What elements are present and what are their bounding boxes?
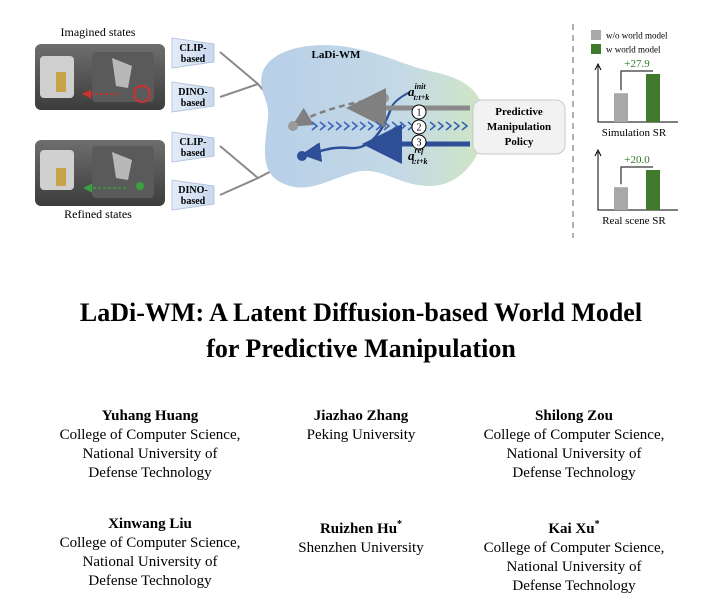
latent-space-blob [261, 45, 485, 188]
encoder-box-2: DINO-based [171, 81, 215, 113]
ladi-wm-label: LaDi-WM [312, 49, 362, 61]
init-state-dot [379, 93, 389, 103]
encoder-box-1-line-2: based [181, 54, 206, 65]
author-name: Ruizhen Hu* [241, 515, 481, 539]
result-chart-1-gain-bracket [620, 70, 653, 91]
author-affiliation-line: Shenzhen University [298, 540, 424, 556]
imagined-state-image [35, 44, 165, 110]
legend: w/o world model w world model [591, 30, 668, 55]
refined-latent-dot [297, 151, 307, 161]
policy-box: Predictive Manipulation Policy [472, 99, 566, 155]
author-name-text: Kai Xu [548, 521, 595, 537]
encoder-box-2-line-1: DINO- [178, 87, 207, 98]
author-affiliation-line: Defense Technology [512, 578, 636, 594]
legend-without-label: w/o world model [606, 31, 668, 41]
author-affiliation-line: College of Computer Science, [59, 535, 241, 551]
policy-line-3: Policy [505, 136, 534, 148]
legend-swatch-without [591, 30, 601, 40]
step-1-circle: 1 [411, 104, 427, 120]
author-name: Xinwang Liu [30, 515, 270, 534]
author-affiliation-line: National University of [506, 446, 642, 462]
encoder-box-4: DINO-based [171, 179, 215, 211]
policy-line-1: Predictive [495, 106, 543, 118]
imagined-latent-dot [288, 121, 298, 131]
author-name: Kai Xu* [454, 515, 694, 539]
result-chart-2-gain-bracket [620, 166, 653, 185]
encoder-box-1: CLIP-based [171, 37, 215, 69]
legend-with-label: w world model [606, 45, 661, 55]
result-chart-1-axis [597, 66, 678, 123]
author-name-text: Yuhang Huang [101, 408, 199, 424]
step-2-label: 2 [417, 123, 422, 134]
result-chart-1-bar-without [614, 93, 628, 122]
author-affiliation-line: College of Computer Science, [483, 540, 665, 556]
result-chart-1-label: Simulation SR [602, 127, 667, 139]
encoder-box-4-line-2: based [181, 196, 206, 207]
author-name: Yuhang Huang [30, 407, 270, 426]
author-affiliation-line: National University of [82, 554, 218, 570]
encoder-box-3-line-2: based [181, 148, 206, 159]
author-affiliation-line: College of Computer Science, [59, 427, 241, 443]
result-chart-2-gain-label: +20.0 [624, 154, 650, 166]
author-affiliation-line: Defense Technology [88, 465, 212, 481]
author-affiliation-line: National University of [506, 559, 642, 575]
policy-line-2: Manipulation [487, 121, 551, 133]
result-chart-2-bar-with [646, 170, 660, 210]
imagined-states-label: Imagined states [61, 25, 136, 39]
author-name-text: Xinwang Liu [108, 516, 192, 532]
author-name-text: Shilong Zou [535, 408, 613, 424]
refined-trajectory-tail [391, 91, 411, 107]
refined-states-label: Refined states [64, 207, 132, 221]
author-affiliation-line: Defense Technology [512, 465, 636, 481]
step-3-label: 3 [417, 138, 422, 149]
result-chart-2-axis-arrow [594, 148, 602, 157]
author-name-text: Jiazhao Zhang [313, 408, 409, 424]
author-affiliation-line: Peking University [306, 427, 416, 443]
encoder-box-1-line-1: CLIP- [179, 43, 206, 54]
encoder-box-2-line-2: based [181, 98, 206, 109]
result-chart-1-gain-label: +27.9 [624, 58, 650, 70]
corresponding-author-mark: * [594, 519, 600, 530]
step-2-circle: 2 [411, 119, 427, 135]
step-3-circle: 3 [411, 134, 427, 150]
author-block: Kai Xu*College of Computer Science,Natio… [454, 515, 694, 596]
legend-swatch-with [591, 44, 601, 54]
step-1-label: 1 [417, 108, 422, 119]
author-affiliation-line: College of Computer Science, [483, 427, 665, 443]
teaser-figure: Imagined states Refined states CLIP-base… [35, 24, 678, 238]
author-name: Shilong Zou [454, 407, 694, 426]
paper-title-line-1: LaDi-WM: A Latent Diffusion-based World … [79, 298, 643, 327]
result-chart-2-label: Real scene SR [602, 215, 666, 227]
encoder-box-3: CLIP-based [171, 131, 215, 163]
encoder-box-4-line-1: DINO- [178, 185, 207, 196]
result-chart-1-bar-with [646, 74, 660, 122]
author-affiliation-line: Defense Technology [88, 573, 212, 589]
result-chart-1-axis-arrow [594, 62, 602, 71]
result-chart-2-bar-without [614, 187, 628, 210]
author-name-text: Ruizhen Hu [319, 521, 398, 537]
author-affiliation-line: National University of [82, 446, 218, 462]
encoder-box-3-line-1: CLIP- [179, 137, 206, 148]
paper-title-line-2: for Predictive Manipulation [206, 334, 516, 363]
corresponding-author-mark: * [397, 519, 403, 530]
author-block: Ruizhen Hu*Shenzhen University [241, 515, 481, 558]
refined-state-image [35, 140, 165, 206]
author-name: Jiazhao Zhang [241, 407, 481, 426]
